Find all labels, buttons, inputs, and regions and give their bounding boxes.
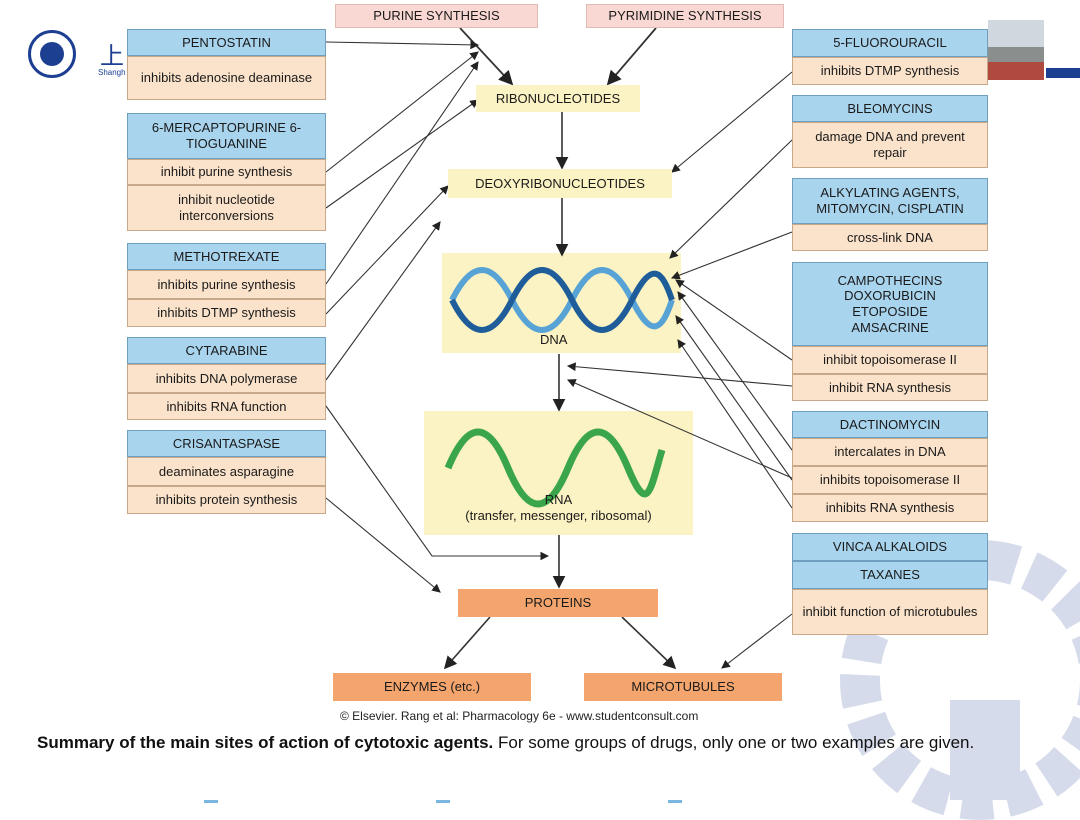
copyright-notice: © Elsevier. Rang et al: Pharmacology 6e … bbox=[340, 709, 699, 723]
drug-effect: deaminates asparagine bbox=[127, 457, 326, 486]
drug-effect: inhibits protein synthesis bbox=[127, 486, 326, 514]
header-accent-bar bbox=[1046, 68, 1080, 78]
drug-effect: intercalates in DNA bbox=[792, 438, 988, 466]
figure-caption: Summary of the main sites of action of c… bbox=[37, 730, 1037, 756]
pyrimidine-synthesis-box: PYRIMIDINE SYNTHESIS bbox=[586, 4, 784, 28]
drug-mercaptopurine: 6-MERCAPTOPURINE 6-TIOGUANINE bbox=[127, 113, 326, 159]
drug-effect: inhibit purine synthesis bbox=[127, 159, 326, 185]
drug-methotrexate: METHOTREXATE bbox=[127, 243, 326, 270]
drug-effect: inhibits DNA polymerase bbox=[127, 364, 326, 393]
footer-dash bbox=[204, 800, 218, 803]
drug-effect: inhibits DTMP synthesis bbox=[792, 57, 988, 85]
proteins-node: PROTEINS bbox=[458, 589, 658, 617]
drug-fluorouracil: 5-FLUOROURACIL bbox=[792, 29, 988, 57]
caption-bold: Summary of the main sites of action of c… bbox=[37, 733, 494, 752]
drug-alkylating-agents: ALKYLATING AGENTS, MITOMYCIN, CISPLATIN bbox=[792, 178, 988, 224]
dna-label: DNA bbox=[540, 332, 568, 347]
rna-strand-graphic bbox=[444, 428, 666, 508]
drug-effect: cross-link DNA bbox=[792, 224, 988, 251]
rna-label: RNA bbox=[544, 492, 573, 507]
drug-effect: inhibit RNA synthesis bbox=[792, 374, 988, 401]
logo-text: 上 bbox=[100, 42, 124, 70]
ribonucleotides-node: RIBONUCLEOTIDES bbox=[476, 85, 640, 112]
drug-effect: inhibits RNA function bbox=[127, 393, 326, 420]
drug-effect: inhibits DTMP synthesis bbox=[127, 299, 326, 327]
footer-dash bbox=[436, 800, 450, 803]
drug-effect: inhibits topoisomerase II bbox=[792, 466, 988, 494]
purine-synthesis-box: PURINE SYNTHESIS bbox=[335, 4, 538, 28]
deoxyribonucleotides-node: DEOXYRIBONUCLEOTIDES bbox=[448, 169, 672, 198]
drug-effect: inhibits RNA synthesis bbox=[792, 494, 988, 522]
drug-effect: inhibits purine synthesis bbox=[127, 270, 326, 299]
drug-bleomycins: BLEOMYCINS bbox=[792, 95, 988, 122]
drug-effect: inhibit topoisomerase II bbox=[792, 346, 988, 374]
drug-pentostatin: PENTOSTATIN bbox=[127, 29, 326, 56]
drug-crisantaspase: CRISANTASPASE bbox=[127, 430, 326, 457]
rna-sublabel: (transfer, messenger, ribosomal) bbox=[465, 508, 652, 523]
drug-taxanes: TAXANES bbox=[792, 561, 988, 589]
drug-cytarabine: CYTARABINE bbox=[127, 337, 326, 364]
logo-subtext: Shangh bbox=[98, 68, 126, 77]
drug-effect: inhibit function of microtubules bbox=[792, 589, 988, 635]
microtubules-node: MICROTUBULES bbox=[584, 673, 782, 701]
footer-dash bbox=[668, 800, 682, 803]
dna-helix-graphic bbox=[449, 267, 675, 333]
header-photo bbox=[988, 20, 1044, 80]
drug-dactinomycin: DACTINOMYCIN bbox=[792, 411, 988, 438]
watermark-emblem bbox=[840, 540, 1080, 820]
drug-effect: inhibits adenosine deaminase bbox=[127, 56, 326, 100]
university-logo bbox=[28, 30, 76, 78]
drug-effect: damage DNA and prevent repair bbox=[792, 122, 988, 168]
drug-vinca-alkaloids: VINCA ALKALOIDS bbox=[792, 533, 988, 561]
drug-campothecins: CAMPOTHECINS DOXORUBICIN ETOPOSIDE AMSAC… bbox=[792, 262, 988, 346]
enzymes-node: ENZYMES (etc.) bbox=[333, 673, 531, 701]
drug-effect: inhibit nucleotide interconversions bbox=[127, 185, 326, 231]
caption-rest: For some groups of drugs, only one or tw… bbox=[493, 733, 975, 752]
